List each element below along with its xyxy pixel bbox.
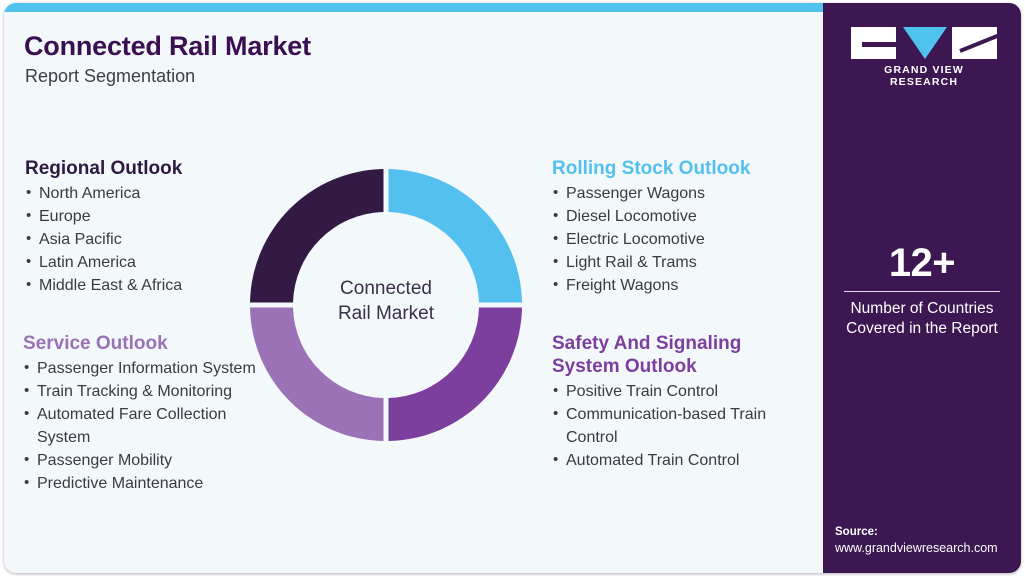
source-block: Source: www.grandviewresearch.com <box>835 524 1021 557</box>
donut-slice-service <box>250 307 384 441</box>
list-item: Positive Train Control <box>552 379 802 403</box>
brand-sidebar: GRAND VIEW RESEARCH 12+ Number of Countr… <box>823 3 1021 573</box>
logo-letter-v-triangle-icon <box>903 27 947 59</box>
segment-service-outlook: Service Outlook Passenger Information Sy… <box>23 332 283 495</box>
donut-center-line-2: Rail Market <box>337 303 435 324</box>
list-item: Latin America <box>25 250 265 274</box>
donut-svg <box>250 169 522 441</box>
countries-stat: 12+ Number of Countries Covered in the R… <box>823 241 1021 339</box>
gvr-logo-mark <box>851 27 997 59</box>
segment-list-safety: Positive Train Control Communication-bas… <box>552 379 802 472</box>
main-content: Connected Rail Market Report Segmentatio… <box>4 12 823 573</box>
grand-view-research-logo: GRAND VIEW RESEARCH <box>851 27 997 88</box>
donut-slice-rolling-stock <box>388 169 522 303</box>
source-url[interactable]: www.grandviewresearch.com <box>835 541 998 555</box>
stat-label: Number of Countries Covered in the Repor… <box>823 299 1021 339</box>
donut-slice-safety <box>388 307 522 441</box>
segment-title-regional: Regional Outlook <box>25 158 183 179</box>
list-item: Diesel Locomotive <box>552 204 812 228</box>
donut-center-line-1: Connected <box>340 278 432 299</box>
list-item: Europe <box>25 204 265 228</box>
logo-wordmark: GRAND VIEW RESEARCH <box>884 64 964 88</box>
list-item: Electric Locomotive <box>552 227 812 251</box>
list-item: Predictive Maintenance <box>23 471 283 495</box>
list-item: Passenger Wagons <box>552 181 812 205</box>
logo-letter-g-icon <box>851 27 896 59</box>
donut-chart: Connected Rail Market <box>250 169 522 441</box>
stat-label-line-2: Covered in the Report <box>846 320 998 337</box>
segment-regional-outlook: Regional Outlook North America Europe As… <box>25 157 265 297</box>
list-item: Asia Pacific <box>25 227 265 251</box>
segment-safety-signaling-outlook: Safety And Signaling System Outlook Posi… <box>552 332 802 472</box>
page-subtitle: Report Segmentation <box>25 66 196 86</box>
list-item: Communication-based Train Control <box>552 402 802 449</box>
page-title: Connected Rail Market <box>24 31 311 61</box>
top-accent-bar <box>4 3 1021 12</box>
donut-slice-regional <box>250 169 384 303</box>
stat-value: 12+ <box>888 241 956 285</box>
list-item: Automated Train Control <box>552 448 802 472</box>
source-label: Source: <box>835 526 878 538</box>
segment-rolling-stock-outlook: Rolling Stock Outlook Passenger Wagons D… <box>552 157 812 297</box>
list-item: Automated Fare Collection System <box>23 402 283 449</box>
segment-list-rolling-stock: Passenger Wagons Diesel Locomotive Elect… <box>552 181 812 297</box>
segment-title-rolling-stock: Rolling Stock Outlook <box>552 158 751 179</box>
report-card: Connected Rail Market Report Segmentatio… <box>4 3 1021 573</box>
list-item: Train Tracking & Monitoring <box>23 379 283 403</box>
list-item: Passenger Mobility <box>23 448 283 472</box>
donut-center-label: Connected Rail Market <box>250 276 522 326</box>
logo-letter-r-icon <box>952 27 997 59</box>
segment-list-service: Passenger Information System Train Track… <box>23 356 283 495</box>
stat-label-line-1: Number of Countries <box>850 300 994 317</box>
segment-list-regional: North America Europe Asia Pacific Latin … <box>25 181 265 297</box>
list-item: Middle East & Africa <box>25 273 265 297</box>
list-item: Freight Wagons <box>552 273 812 297</box>
list-item: Light Rail & Trams <box>552 250 812 274</box>
segment-title-service: Service Outlook <box>23 333 168 354</box>
list-item: North America <box>25 181 265 205</box>
stat-divider <box>844 291 1000 292</box>
list-item: Passenger Information System <box>23 356 283 380</box>
segment-title-safety: Safety And Signaling System Outlook <box>552 333 742 377</box>
